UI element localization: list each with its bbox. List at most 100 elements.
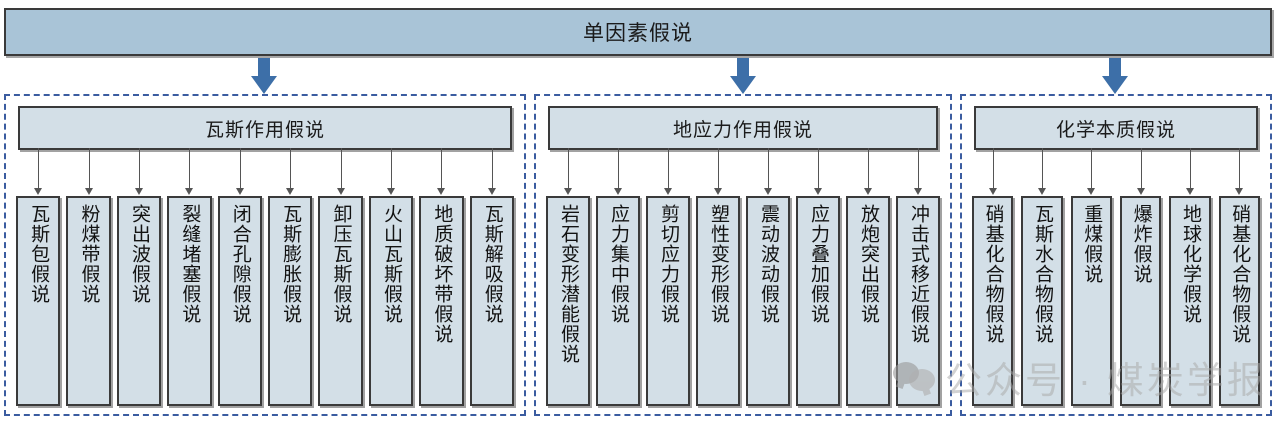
connector-line <box>1042 148 1043 189</box>
hypothesis-leaf-box: 瓦斯水合物假说 <box>1021 196 1063 406</box>
arrow-head <box>251 76 277 94</box>
hypothesis-leaf-label: 瓦斯包假说 <box>28 204 50 304</box>
hypothesis-leaf-label: 硝基化合物假说 <box>1229 204 1251 344</box>
connector-line <box>492 148 493 189</box>
group-container-chemical: 化学本质假说 <box>960 94 1272 416</box>
connector-arrowhead-icon <box>34 188 42 195</box>
hypothesis-leaf-label: 瓦斯膨胀假说 <box>280 204 302 324</box>
hypothesis-leaf-box: 火山瓦斯假说 <box>368 196 414 406</box>
hypothesis-leaf-box: 闭合孔隙假说 <box>217 196 262 406</box>
hypothesis-leaf-box: 放炮突出假说 <box>846 196 890 406</box>
hypothesis-leaf-label: 爆炸假说 <box>1130 204 1152 284</box>
hypothesis-leaf-box: 应力叠加假说 <box>796 196 840 406</box>
group-header-label: 瓦斯作用假说 <box>204 119 325 141</box>
connector-arrowhead-icon <box>864 188 872 195</box>
connector-line <box>993 148 994 189</box>
connector-arrowhead-icon <box>614 188 622 195</box>
down-arrow-icon-gas <box>251 58 277 94</box>
connector-line <box>618 148 619 189</box>
hypothesis-leaf-label: 地球化学假说 <box>1179 204 1201 324</box>
hypothesis-leaf-label: 裂缝堵塞假说 <box>179 204 201 324</box>
hypothesis-leaf-label: 应力集中假说 <box>607 204 629 324</box>
connector-line <box>868 148 869 189</box>
connector-arrowhead-icon <box>286 188 294 195</box>
connector-line <box>441 148 442 189</box>
hypothesis-leaf-box: 岩石变形潜能假说 <box>546 196 590 406</box>
group-container-gas: 瓦斯作用假说 <box>4 94 526 416</box>
hypothesis-leaf-label: 重煤假说 <box>1081 204 1103 284</box>
connector-arrowhead-icon <box>437 188 445 195</box>
hypothesis-leaf-box: 震动波动假说 <box>746 196 790 406</box>
hypothesis-leaf-box: 爆炸假说 <box>1120 196 1162 406</box>
hypothesis-leaf-box: 地球化学假说 <box>1169 196 1211 406</box>
hypothesis-leaf-box: 裂缝堵塞假说 <box>167 196 212 406</box>
connector-arrowhead-icon <box>135 188 143 195</box>
hypothesis-leaf-label: 冲击式移近假说 <box>907 204 929 344</box>
connector-line <box>668 148 669 189</box>
connector-arrowhead-icon <box>564 188 572 195</box>
connector-line <box>1091 148 1092 189</box>
connector-arrowhead-icon <box>764 188 772 195</box>
connector-arrowhead-icon <box>85 188 93 195</box>
connector-line <box>1239 148 1240 189</box>
connector-line <box>139 148 140 189</box>
connector-line <box>768 148 769 189</box>
connector-arrowhead-icon <box>714 188 722 195</box>
hypothesis-leaf-box: 硝基化合物假说 <box>972 196 1014 406</box>
hypothesis-leaf-label: 放炮突出假说 <box>857 204 879 324</box>
hypothesis-leaf-label: 剪切应力假说 <box>657 204 679 324</box>
group-header-geostress: 地应力作用假说 <box>548 106 938 150</box>
connector-arrowhead-icon <box>914 188 922 195</box>
connector-line <box>568 148 569 189</box>
hypothesis-leaf-box: 冲击式移近假说 <box>896 196 940 406</box>
connector-arrowhead-icon <box>185 188 193 195</box>
connector-arrowhead-icon <box>664 188 672 195</box>
hypothesis-leaf-box: 瓦斯解吸假说 <box>469 196 514 406</box>
hypothesis-leaf-label: 火山瓦斯假说 <box>380 204 402 324</box>
hypothesis-leaf-box: 重煤假说 <box>1070 196 1112 406</box>
arrow-shaft <box>737 58 749 77</box>
connector-line <box>89 148 90 189</box>
connector-line <box>189 148 190 189</box>
connector-line <box>718 148 719 189</box>
connector-line <box>290 148 291 189</box>
hypothesis-leaf-box: 硝基化合物假说 <box>1218 196 1260 406</box>
hypothesis-leaf-box: 粉煤带假说 <box>66 196 111 406</box>
group-header-gas: 瓦斯作用假说 <box>18 106 512 150</box>
connector-arrowhead-icon <box>989 188 997 195</box>
arrow-shaft <box>1109 58 1121 77</box>
connector-line <box>38 148 39 189</box>
hypothesis-leaf-box: 瓦斯包假说 <box>16 196 61 406</box>
hypothesis-leaf-label: 瓦斯解吸假说 <box>481 204 503 324</box>
hypothesis-leaf-box: 剪切应力假说 <box>646 196 690 406</box>
hypothesis-leaf-box: 地质破坏带假说 <box>419 196 464 406</box>
hypothesis-leaf-label: 岩石变形潜能假说 <box>557 204 579 364</box>
hypothesis-leaf-label: 地质破坏带假说 <box>431 204 453 344</box>
connector-arrowhead-icon <box>488 188 496 195</box>
connector-arrowhead-icon <box>814 188 822 195</box>
down-arrow-icon-geostress <box>730 58 756 94</box>
connector-arrowhead-icon <box>1186 188 1194 195</box>
connector-arrowhead-icon <box>1087 188 1095 195</box>
hypothesis-leaf-label: 粉煤带假说 <box>78 204 100 304</box>
connector-line <box>1190 148 1191 189</box>
root-hypothesis-box: 单因素假说 <box>4 8 1272 56</box>
connector-arrowhead-icon <box>387 188 395 195</box>
hypothesis-leaf-label: 硝基化合物假说 <box>982 204 1004 344</box>
connector-arrowhead-icon <box>1235 188 1243 195</box>
down-arrow-icon-chemical <box>1102 58 1128 94</box>
hypothesis-leaf-box: 突出波假说 <box>116 196 162 406</box>
hypothesis-leaf-label: 闭合孔隙假说 <box>229 204 251 324</box>
group-header-label: 化学本质假说 <box>1055 119 1176 141</box>
connector-arrowhead-icon <box>1038 188 1046 195</box>
arrow-head <box>730 76 756 94</box>
hypothesis-leaf-label: 塑性变形假说 <box>707 204 729 324</box>
connector-line <box>918 148 919 189</box>
hypothesis-leaf-label: 突出波假说 <box>128 204 150 304</box>
hypothesis-leaf-box: 卸压瓦斯假说 <box>318 196 363 406</box>
connector-arrowhead-icon <box>337 188 345 195</box>
arrow-head <box>1102 76 1128 94</box>
arrow-shaft <box>258 58 270 77</box>
connector-line <box>1141 148 1142 189</box>
connector-line <box>341 148 342 189</box>
